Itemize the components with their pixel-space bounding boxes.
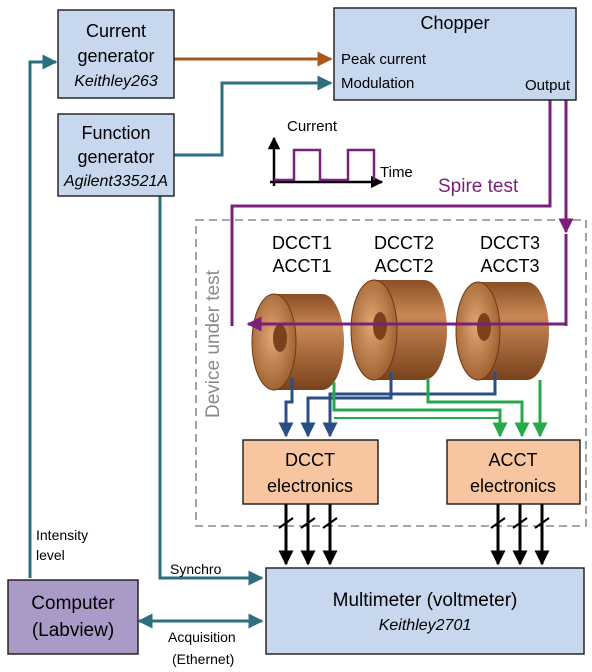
computer-box [7,579,139,655]
synchro-line [158,196,264,586]
spire-test-label: Spire test [438,176,519,197]
multimeter-line1: Multimeter (voltmeter) [333,590,518,611]
coil-dcct2-acct2 [350,279,447,381]
acct3-label: ACCT3 [480,256,539,276]
chopper-modulation-input: Modulation [341,75,414,92]
computer-line1: Computer [31,593,115,614]
function-generator-box [57,113,175,197]
acct-electronics-box [446,439,581,505]
waveform-xlabel: Time [380,164,413,181]
acct1-signal-line [332,382,508,438]
dcct2-signal-line [300,372,393,438]
dcct1-signal-line [278,378,294,438]
current-waveform [267,136,384,189]
dcct-electronics-line2: electronics [267,476,353,496]
dcct2-label: DCCT2 [374,233,434,253]
dcct-bus-lines [278,504,338,566]
chopper-box [333,7,577,101]
acct-bus-lines [490,504,550,566]
acct-electronics-line2: electronics [470,476,556,496]
chopper-peak-current-input: Peak current [341,51,427,68]
dcct-electronics-line1: DCCT [285,450,335,470]
coil-dcct1-acct1 [251,293,344,391]
function-generator-model: Agilent33521A [63,173,168,190]
dcct3-signal-line [322,372,497,438]
multimeter-box [265,567,585,655]
acquisition-line2: (Ethernet) [172,651,234,667]
synchro-label: Synchro [170,561,222,577]
dcct1-label: DCCT1 [272,233,332,253]
acct2-signal-line [426,378,530,438]
intensity-level-line1: Intensity [36,527,88,543]
chopper-title: Chopper [420,13,489,33]
device-under-test-label: Device under test [203,269,224,418]
acct-electronics-line1: ACCT [489,450,538,470]
modulation-line [174,75,333,157]
dcct3-label: DCCT3 [480,233,540,253]
function-generator-line2: generator [77,147,154,167]
computer-line2: (Labview) [32,620,114,641]
waveform-ylabel: Current [287,118,338,135]
current-generator-line1: Current [86,21,146,41]
chopper-output-line-1 [230,100,552,326]
device-under-test-region [195,219,587,527]
acct2-label: ACCT2 [374,256,433,276]
acquisition-line1: Acquisition [168,629,236,645]
function-generator-line1: Function [81,123,150,143]
current-generator-line2: generator [77,46,154,66]
intensity-level-line [28,54,58,578]
coil-dcct3-acct3 [455,281,549,381]
intensity-level-line2: level [36,547,65,563]
multimeter-model: Keithley2701 [379,617,472,634]
acct1-label: ACCT1 [272,256,331,276]
current-generator-box [57,9,175,99]
current-generator-model: Keithley263 [74,73,158,90]
dcct-electronics-box [242,439,379,505]
chopper-output-label: Output [525,77,571,94]
